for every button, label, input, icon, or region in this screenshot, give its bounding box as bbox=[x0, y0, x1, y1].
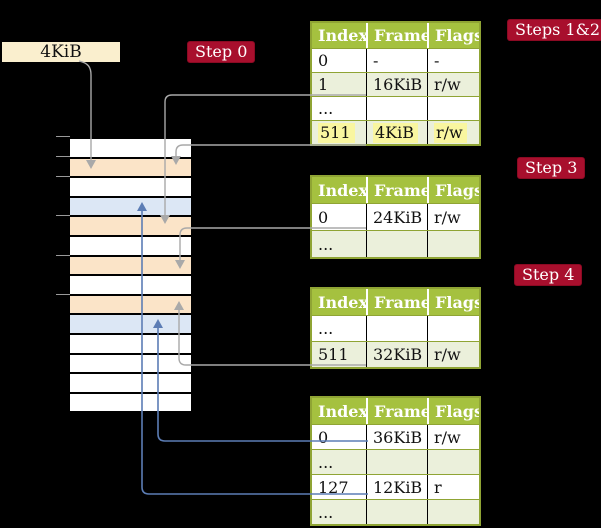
table-cell: 36KiB bbox=[366, 425, 427, 449]
page-size-label: 4KiB bbox=[40, 42, 82, 62]
table-cell: 32KiB bbox=[366, 342, 427, 367]
table-cell bbox=[366, 231, 427, 257]
table-cell bbox=[427, 450, 479, 474]
highlighted-value: 4KiB bbox=[373, 122, 419, 143]
table-cell: ... bbox=[318, 319, 334, 338]
table-cell bbox=[366, 316, 427, 341]
table-cell: r/w bbox=[427, 425, 479, 449]
memory-frame-page-table bbox=[70, 295, 191, 316]
memory-frame-free bbox=[70, 139, 191, 159]
table-cell: 12KiB bbox=[366, 475, 427, 499]
table-cell bbox=[366, 97, 427, 120]
table-cell bbox=[427, 500, 479, 524]
column-header-index: Index bbox=[318, 292, 366, 312]
memory-column bbox=[70, 137, 191, 414]
table-cell: - bbox=[427, 49, 479, 72]
table-cell: r/w bbox=[427, 342, 479, 367]
highlighted-value: 511 bbox=[318, 122, 355, 143]
memory-frame-page-table bbox=[70, 217, 191, 237]
column-header-flags: Flags bbox=[427, 289, 479, 315]
table-cell: ... bbox=[318, 234, 334, 254]
table-cell bbox=[427, 231, 479, 257]
memory-frame-free bbox=[70, 393, 191, 414]
table-cell bbox=[427, 316, 479, 341]
column-header-index: Index bbox=[318, 180, 366, 200]
table-cell: 511 bbox=[318, 345, 349, 364]
table-cell: ... bbox=[318, 99, 334, 118]
table-row: ... bbox=[312, 499, 479, 524]
memory-frame-free bbox=[70, 354, 191, 375]
arrow-entry511-to-4kib-frame bbox=[171, 144, 366, 165]
step-3-label: Step 3 bbox=[517, 157, 586, 179]
table-cell: 24KiB bbox=[366, 204, 427, 230]
table-cell bbox=[366, 500, 427, 524]
column-header-index: Index bbox=[318, 401, 366, 421]
highlighted-value: r/w bbox=[434, 122, 467, 143]
column-header-flags: Flags bbox=[427, 177, 479, 203]
memory-frame-mapped-page bbox=[70, 315, 191, 335]
memory-tick bbox=[56, 156, 70, 157]
table-row: ... bbox=[312, 230, 479, 257]
table-row: ... bbox=[312, 449, 479, 474]
column-header-index: Index bbox=[318, 26, 366, 45]
column-header-flags: Flags bbox=[427, 398, 479, 424]
memory-frame-mapped-page bbox=[70, 197, 191, 218]
step-0-label: Step 0 bbox=[187, 41, 256, 63]
column-header-flags: Flags bbox=[427, 23, 479, 48]
table-cell: r/w bbox=[427, 73, 479, 96]
memory-tick bbox=[56, 215, 70, 216]
memory-frame-page-table bbox=[70, 158, 191, 179]
column-header-frame: Frame bbox=[366, 398, 427, 424]
memory-frame-free bbox=[70, 178, 191, 198]
page-size-box: 4KiB bbox=[2, 42, 120, 62]
memory-frame-free bbox=[70, 374, 191, 394]
steps-1-2-label: Steps 1&2 bbox=[507, 19, 601, 41]
memory-tick bbox=[56, 176, 70, 177]
column-header-frame: Frame bbox=[366, 177, 427, 203]
table-row: ... bbox=[312, 96, 479, 120]
column-header-frame: Frame bbox=[366, 289, 427, 315]
table-cell: 16KiB bbox=[366, 73, 427, 96]
table-cell bbox=[427, 97, 479, 120]
table-row: ... bbox=[312, 315, 479, 341]
step-4-label: Step 4 bbox=[514, 264, 583, 286]
table-row: 0 -- bbox=[312, 48, 479, 72]
memory-frame-free bbox=[70, 276, 191, 296]
table-cell: r/w bbox=[427, 121, 479, 144]
table-row: 511 4KiB r/w bbox=[312, 120, 479, 144]
table-cell: 1 bbox=[318, 75, 329, 94]
memory-tick bbox=[56, 294, 70, 295]
table-cell: ... bbox=[318, 502, 334, 522]
table-cell: 0 bbox=[318, 207, 329, 227]
table-cell: - bbox=[366, 49, 427, 72]
table-cell bbox=[366, 450, 427, 474]
memory-frame-free bbox=[70, 236, 191, 257]
memory-frame-page-table bbox=[70, 256, 191, 277]
column-header-frame: Frame bbox=[366, 23, 427, 48]
memory-frame-free bbox=[70, 334, 191, 355]
memory-tick bbox=[56, 136, 70, 137]
table-cell: 511 bbox=[312, 121, 366, 144]
table-cell: 4KiB bbox=[366, 121, 427, 144]
table-cell: r bbox=[427, 475, 479, 499]
table-cell: 0 bbox=[318, 51, 329, 70]
table-cell: ... bbox=[318, 452, 334, 472]
memory-tick bbox=[56, 255, 70, 256]
table-cell: r/w bbox=[427, 204, 479, 230]
table-cell: 0 bbox=[318, 427, 329, 447]
table-cell: 127 bbox=[318, 477, 349, 497]
